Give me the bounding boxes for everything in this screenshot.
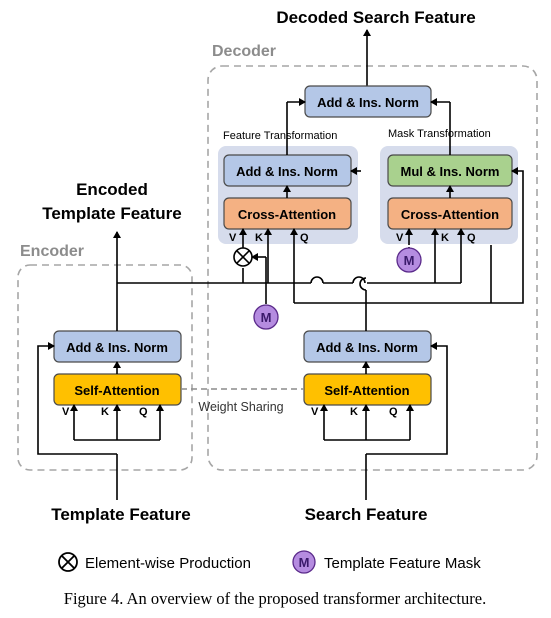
decoder-container xyxy=(207,65,538,471)
legend-product-icon xyxy=(58,552,78,572)
svg-text:M: M xyxy=(261,310,272,325)
mask-transformation-mask-icon: M xyxy=(396,247,422,273)
weight-sharing-label: Weight Sharing xyxy=(198,400,283,414)
mt-q-label: Q xyxy=(467,232,476,244)
mt-v-label: V xyxy=(396,232,404,244)
feature-transformation-label: Feature Transformation xyxy=(223,130,337,142)
template-mask-icon: M xyxy=(253,304,279,330)
decoder-self-attn-label: Self-Attention xyxy=(324,383,409,398)
ft-v-label: V xyxy=(229,232,237,244)
mt-k-label: K xyxy=(441,232,449,244)
template-feature-label: Template Feature xyxy=(51,505,191,524)
decoded-search-feature-title: Decoded Search Feature xyxy=(276,8,475,27)
enc-k-label: K xyxy=(101,406,109,418)
dec-q-label: Q xyxy=(389,406,398,418)
decoder-top-norm-label: Add & Ins. Norm xyxy=(317,95,419,110)
ft-q-label: Q xyxy=(300,232,309,244)
dec-k-label: K xyxy=(350,406,358,418)
enc-q-label: Q xyxy=(139,406,148,418)
mt-norm-label: Mul & Ins. Norm xyxy=(401,164,500,179)
legend-mask-label: Template Feature Mask xyxy=(324,555,481,572)
element-wise-product-icon xyxy=(233,247,253,267)
encoder-label: Encoder xyxy=(20,243,84,260)
encoded-title-line2: Template Feature xyxy=(42,204,182,223)
ft-cross-label: Cross-Attention xyxy=(238,207,336,222)
mt-cross-label: Cross-Attention xyxy=(401,207,499,222)
ft-k-label: K xyxy=(255,232,263,244)
search-feature-label: Search Feature xyxy=(305,505,428,524)
dec-v-label: V xyxy=(311,406,319,418)
encoder-self-attn-label: Self-Attention xyxy=(74,383,159,398)
encoded-title-line1: Encoded xyxy=(76,180,148,199)
ft-norm-label: Add & Ins. Norm xyxy=(236,164,338,179)
figure-caption: Figure 4. An overview of the proposed tr… xyxy=(64,589,486,608)
legend-mask-icon: M xyxy=(292,550,316,574)
decoder-label: Decoder xyxy=(212,43,276,60)
encoder-norm-label: Add & Ins. Norm xyxy=(66,340,168,355)
mask-transformation-label: Mask Transformation xyxy=(388,128,491,140)
legend-product-label: Element-wise Production xyxy=(85,555,251,572)
encoder-container xyxy=(17,264,193,471)
decoder-norm-label: Add & Ins. Norm xyxy=(316,340,418,355)
enc-v-label: V xyxy=(62,406,70,418)
svg-text:M: M xyxy=(404,253,415,268)
svg-text:M: M xyxy=(299,555,310,570)
